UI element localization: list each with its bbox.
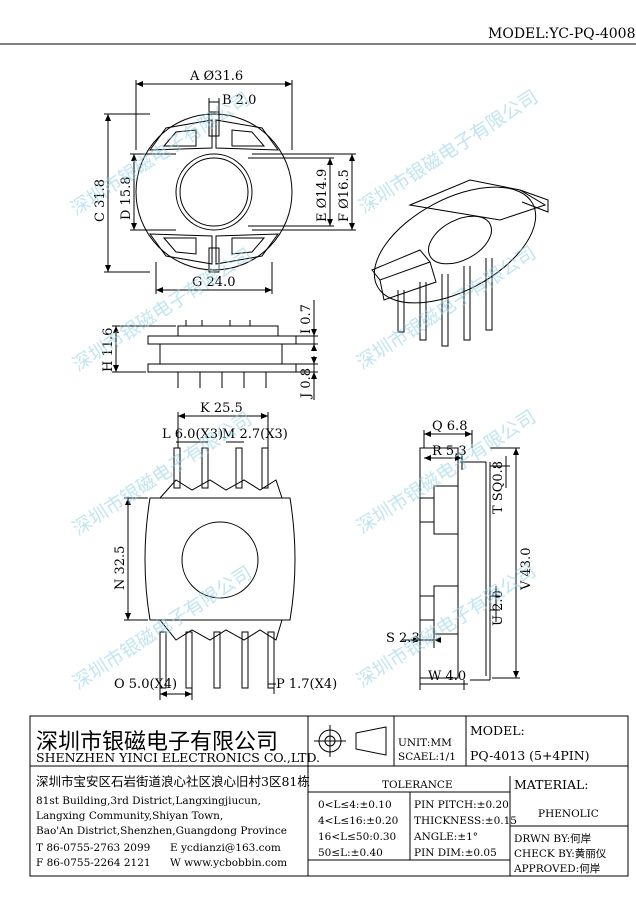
unit-label: UNIT:MM: [398, 737, 452, 749]
company-name-en: SHENZHEN YINCI ELECTRONICS CO.,LTD.: [36, 750, 320, 765]
watermark-3: 深圳市银磁电子有限公司: [69, 244, 256, 376]
dim-D: D 15.8: [119, 176, 134, 220]
address-en-line-1: 81st Building,3rd District,Langxingjiucu…: [36, 795, 261, 807]
material-label: MATERIAL:: [514, 777, 589, 792]
approved-by: APPROVED:何岸: [513, 862, 600, 875]
dim-F: F Ø16.5: [337, 169, 352, 222]
tolerance-right-2: THICKNESS:±0.15: [414, 815, 517, 827]
dim-P: P 1.7(X4): [276, 677, 337, 692]
projection-symbol: [314, 725, 387, 757]
dim-R: R 5.3: [432, 444, 467, 459]
company-name-cn: 深圳市银磁电子有限公司: [36, 730, 278, 755]
watermark-7: 深圳市银磁电子有限公司: [69, 562, 256, 694]
check-by: CHECK BY:黄丽仪: [514, 847, 607, 860]
section-view: [402, 430, 520, 690]
side-view-arrows: [113, 326, 317, 379]
dim-W: W 4.0: [428, 669, 466, 684]
tolerance-title: TOLERANCE: [382, 779, 453, 791]
watermark-4: 深圳市银磁电子有限公司: [353, 242, 540, 374]
dim-L: L 6.0(X3): [162, 427, 223, 442]
drawn-by: DRWN BY:何岸: [514, 832, 591, 845]
dim-H: H 11.6: [101, 328, 116, 372]
top-view-arrows: [105, 81, 355, 293]
contact-web: W www.ycbobbin.com: [170, 857, 287, 869]
tolerance-left-1: 0<L≤4:±0.10: [318, 799, 392, 811]
top-view: [104, 80, 356, 294]
dim-A: A Ø31.6: [189, 69, 243, 84]
dim-B: B 2.0: [222, 93, 256, 108]
dim-C: C 31.8: [93, 179, 108, 222]
title-block-grid: [29, 715, 629, 877]
address-cn: 深圳市宝安区石岩街道浪心社区浪心旧村3区81栋: [36, 774, 310, 789]
model-title: MODEL:YC-PQ-4008: [488, 26, 635, 42]
dim-G: G 24.0: [192, 275, 235, 290]
watermark-2: 深圳市银磁电子有限公司: [355, 86, 542, 218]
model-value: PQ-4013 (5+4PIN): [470, 748, 590, 763]
dim-Q: Q 6.8: [432, 419, 467, 434]
contact-tel: T 86-0755-2763 2099: [36, 842, 150, 854]
address-en-line-3: Bao'An District,Shenzhen,Guangdong Provi…: [36, 825, 287, 837]
model-label: MODEL:: [470, 723, 525, 738]
address-en-line-2: Langxing Community,Shiyan Town,: [36, 810, 223, 822]
bottom-view-arrows: [125, 413, 268, 697]
isometric-view: [371, 179, 549, 347]
dim-M: M 2.7(X3): [222, 427, 288, 442]
scale-label: SCAEL:1/1: [398, 751, 456, 763]
tolerance-right-4: PIN DIM:±0.05: [414, 847, 497, 859]
dim-V: V 43.0: [519, 548, 534, 591]
dim-K: K 25.5: [200, 401, 243, 416]
dim-S: S 2.3: [386, 631, 420, 646]
dim-E: E Ø14.9: [315, 169, 330, 222]
dim-T: T SQ0.8: [491, 461, 506, 514]
dim-O: O 5.0(X4): [114, 677, 177, 692]
tolerance-left-3: 16<L≤50:0.30: [318, 831, 396, 843]
tolerance-right-1: PIN PITCH:±0.20: [414, 799, 509, 811]
dim-J: J 0.8: [299, 368, 314, 400]
dim-I: I 0.7: [299, 304, 314, 334]
dim-N: N 32.5: [113, 546, 128, 590]
contact-fax: F 86-0755-2264 2121: [36, 857, 151, 869]
tolerance-left-2: 4<L≤16:±0.20: [318, 815, 398, 827]
dim-U: U 2.0: [491, 590, 506, 626]
section-view-arrows: [413, 431, 519, 678]
watermark-1: 深圳市银磁电子有限公司: [67, 88, 254, 220]
tolerance-right-3: ANGLE:±1°: [413, 831, 478, 843]
tolerance-left-4: 50≤L:±0.40: [318, 847, 383, 859]
contact-email: E ycdianzi@163.com: [170, 842, 281, 854]
material-value: PHENOLIC: [538, 808, 599, 820]
